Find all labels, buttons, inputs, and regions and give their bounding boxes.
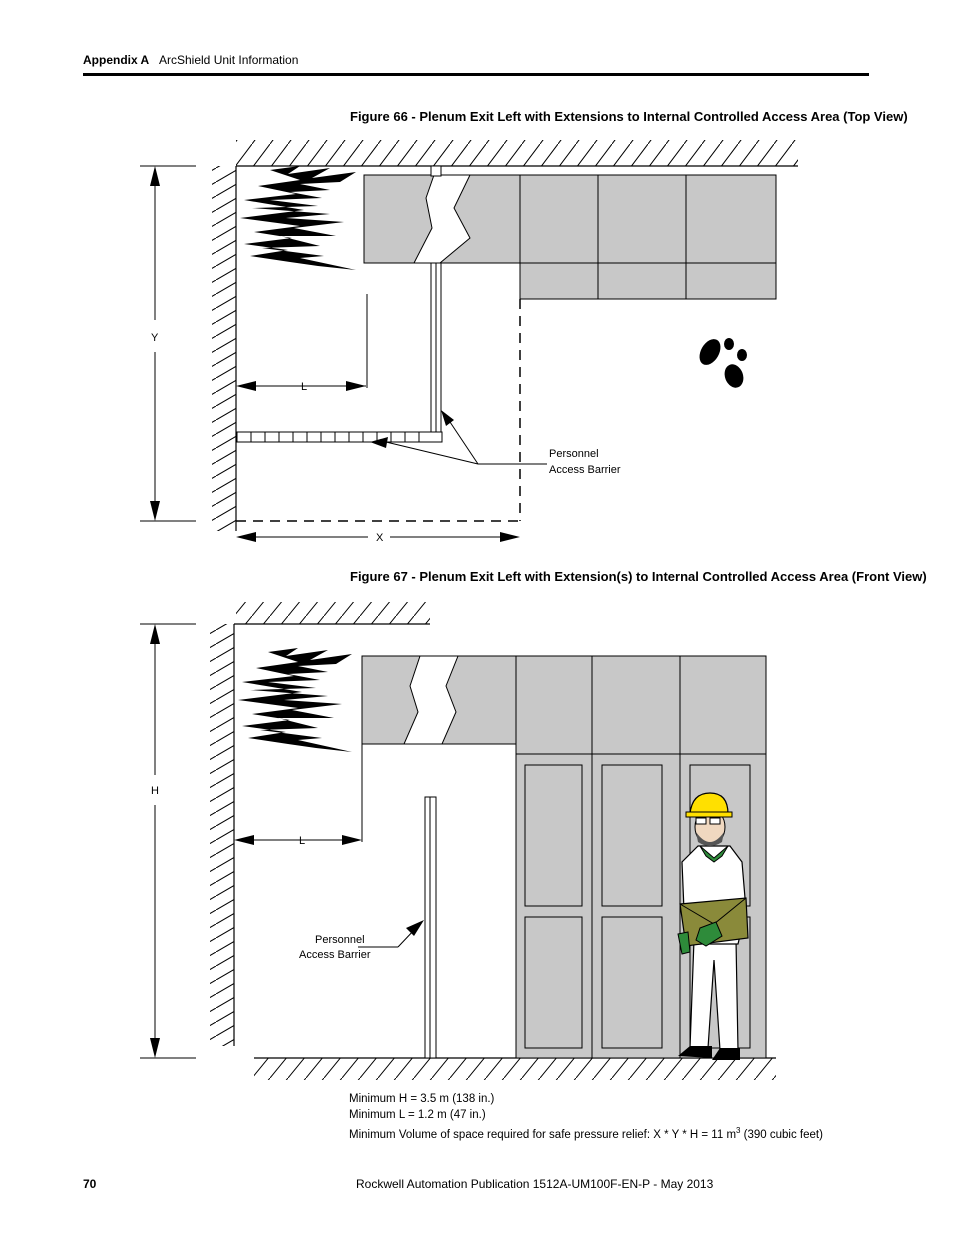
- header-section: Appendix A: [83, 53, 150, 67]
- fig66-barrier-label-2: Access Barrier: [549, 464, 621, 476]
- page-number: 70: [83, 1177, 97, 1191]
- note-min-l: Minimum L = 1.2 m (47 in.): [349, 1108, 486, 1121]
- fig66-barrier-label-1: Personnel: [549, 448, 599, 460]
- exhaust-flame-icon: [240, 166, 356, 270]
- figure67-caption: Figure 67 - Plenum Exit Left with Extens…: [350, 569, 927, 584]
- fig66-x-label: X: [376, 532, 384, 544]
- header-title: ArcShield Unit Information: [159, 53, 299, 67]
- personnel-barrier-horizontal: [236, 431, 443, 443]
- fig66-y-label: Y: [151, 332, 159, 344]
- figure67-svg: L H Personnel Access Barrier: [140, 602, 776, 1080]
- fig67-h-label: H: [151, 785, 159, 797]
- worker-figure-icon: [677, 792, 749, 1060]
- figure66-svg: L Y X Personnel Access Barrier: [140, 140, 798, 544]
- fig67-barrier-label-2: Access Barrier: [299, 949, 371, 961]
- figure66-caption: Figure 66 - Plenum Exit Left with Extens…: [350, 109, 908, 124]
- exhaust-flame-icon: [238, 648, 352, 752]
- fig67-barrier-label-1: Personnel: [315, 934, 365, 946]
- cabinet-3: [685, 174, 777, 264]
- fig66-l-label: L: [301, 381, 307, 393]
- footprints-icon: [699, 338, 747, 388]
- note-min-h: Minimum H = 3.5 m (138 in.): [349, 1093, 495, 1105]
- left-wall-hatch: [212, 166, 236, 531]
- publication-info: Rockwell Automation Publication 1512A-UM…: [356, 1177, 714, 1191]
- top-wall-hatch: [236, 140, 798, 166]
- header-rule: [83, 73, 869, 76]
- minimum-requirements-notes: Minimum H = 3.5 m (138 in.) Minimum L = …: [349, 1092, 823, 1143]
- note-min-volume: Minimum Volume of space required for saf…: [349, 1126, 823, 1141]
- fig67-l-label: L: [299, 835, 305, 847]
